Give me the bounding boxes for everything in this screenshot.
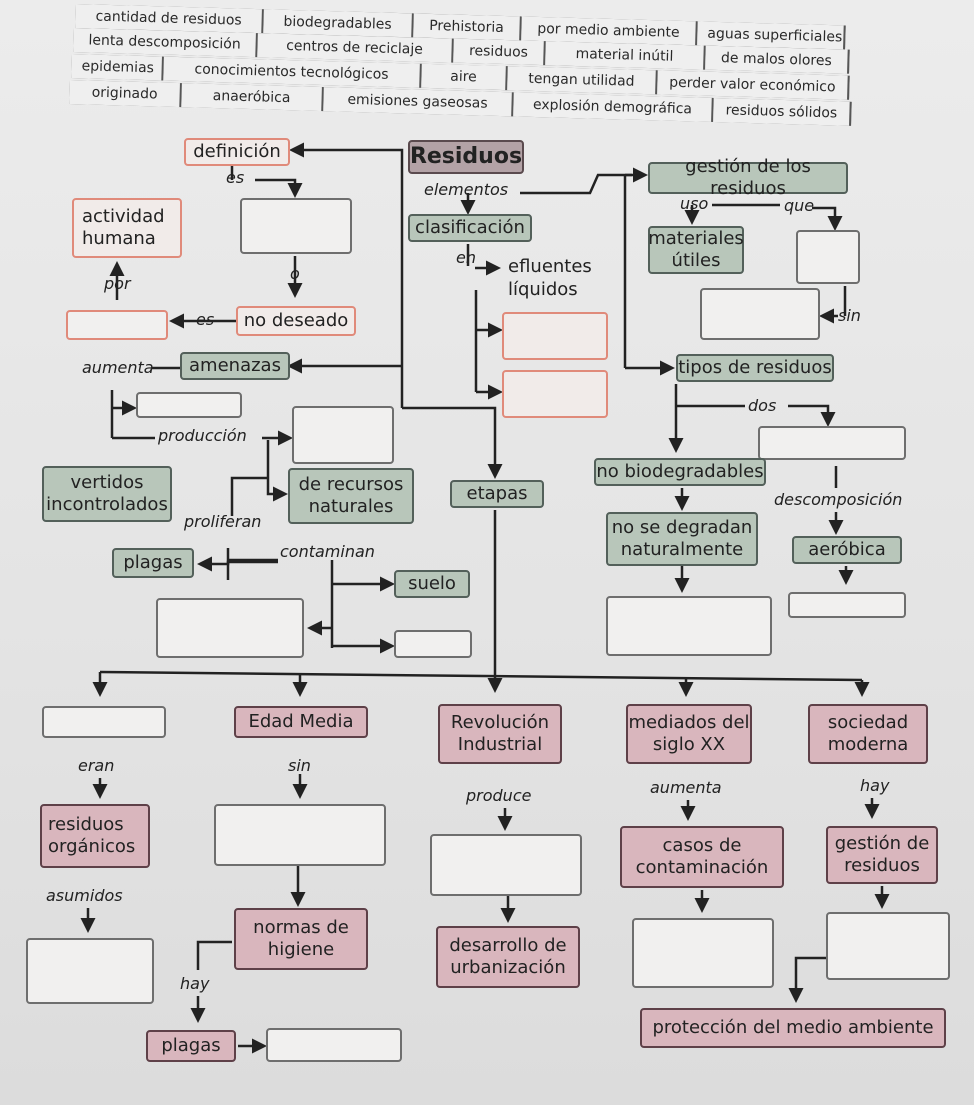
connector-contaminan: contaminan bbox=[280, 542, 375, 561]
blank-no-deseado[interactable] bbox=[66, 310, 168, 340]
node-efluentes: efluentes líquidos bbox=[508, 256, 592, 300]
node-gestion: gestión de los residuos bbox=[648, 156, 848, 199]
blank-contamina-1[interactable] bbox=[156, 598, 304, 658]
connector-proliferan: proliferan bbox=[184, 512, 262, 531]
node-edad-media: Edad Media bbox=[234, 706, 368, 738]
blank-casos[interactable] bbox=[632, 918, 774, 988]
connector-o: o bbox=[290, 264, 300, 283]
line-residuos-definicion bbox=[289, 142, 404, 160]
line-que-blank bbox=[812, 206, 843, 231]
blank-gestion-sin[interactable] bbox=[700, 288, 820, 340]
connector-en: en bbox=[456, 248, 476, 267]
node-no-deseado: no deseado bbox=[236, 306, 356, 336]
node-gestion-residuos: gestión de residuos bbox=[826, 826, 938, 884]
line-contaminan-plagas bbox=[197, 556, 278, 572]
node-plagas-1: plagas bbox=[112, 548, 194, 578]
line-normas-hay bbox=[196, 940, 232, 970]
blank-amenazas-1[interactable] bbox=[136, 392, 242, 418]
blank-plagas[interactable] bbox=[266, 1028, 402, 1062]
node-aerobica: aeróbica bbox=[792, 536, 902, 564]
connector-elementos: elementos bbox=[424, 180, 509, 199]
node-normas: normas de higiene bbox=[234, 908, 368, 970]
node-actividad-humana: actividad humana bbox=[72, 198, 182, 258]
blank-prehistoria[interactable] bbox=[42, 706, 166, 738]
line-dos-right bbox=[788, 404, 836, 427]
connector-hay-1: hay bbox=[860, 776, 890, 795]
node-tipos: tipos de residuos bbox=[676, 354, 834, 382]
connector-por: por bbox=[104, 274, 131, 293]
node-mediados: mediados del siglo XX bbox=[626, 704, 752, 764]
connector-es-2: es bbox=[196, 310, 215, 329]
node-amenazas: amenazas bbox=[180, 352, 290, 380]
blank-contamina-2[interactable] bbox=[394, 630, 472, 658]
node-no-se-degradan: no se degradan naturalmente bbox=[606, 512, 758, 566]
node-desarrollo: desarrollo de urbanización bbox=[436, 926, 580, 988]
connector-aumenta-1: aumenta bbox=[82, 358, 154, 377]
connector-uso: uso bbox=[680, 194, 709, 213]
node-residuos-organicos: residuos orgánicos bbox=[40, 804, 150, 868]
blank-definicion[interactable] bbox=[240, 198, 352, 254]
node-clasificacion: clasificación bbox=[408, 214, 532, 242]
node-etapas: etapas bbox=[450, 480, 544, 508]
blank-edad-media[interactable] bbox=[214, 804, 386, 866]
blank-gestion-que[interactable] bbox=[796, 230, 860, 284]
line-es-blank bbox=[255, 178, 303, 198]
connector-hay-2: hay bbox=[180, 974, 210, 993]
connector-aumenta-2: aumenta bbox=[650, 778, 722, 797]
node-plagas-2: plagas bbox=[146, 1030, 236, 1062]
node-de-recursos: de recursos naturales bbox=[288, 468, 414, 524]
connector-es-1: es bbox=[226, 168, 245, 187]
blank-aerobica[interactable] bbox=[788, 592, 906, 618]
node-suelo: suelo bbox=[394, 570, 470, 598]
connector-descomposicion: descomposición bbox=[774, 490, 903, 509]
connector-sin-2: sin bbox=[288, 756, 311, 775]
line-residuos-elementos bbox=[520, 173, 632, 195]
blank-produccion[interactable] bbox=[292, 406, 394, 464]
line-gestion-proteccion bbox=[788, 956, 826, 1003]
blank-tipos[interactable] bbox=[758, 426, 906, 460]
blank-clasificacion-1[interactable] bbox=[502, 312, 608, 360]
connector-sin: sin bbox=[838, 306, 861, 325]
blank-asumidos[interactable] bbox=[26, 938, 154, 1004]
node-sociedad: sociedad moderna bbox=[808, 704, 928, 764]
blank-gestion-residuos[interactable] bbox=[826, 912, 950, 980]
line-residuos-etapas bbox=[402, 406, 503, 479]
connector-produccion: producción bbox=[158, 426, 247, 445]
node-no-biodeg: no biodegradables bbox=[594, 458, 766, 486]
node-materiales: materiales útiles bbox=[648, 226, 744, 274]
node-residuos: Residuos bbox=[408, 140, 524, 174]
connector-que: que bbox=[784, 196, 815, 215]
node-definicion: definición bbox=[184, 138, 290, 166]
line-vertidos-link bbox=[230, 476, 268, 516]
line-proliferan-bracket bbox=[266, 440, 288, 502]
node-casos: casos de contaminación bbox=[620, 826, 784, 888]
node-vertidos: vertidos incontrolados bbox=[42, 466, 172, 522]
blank-nosedegradan[interactable] bbox=[606, 596, 772, 656]
node-proteccion: protección del medio ambiente bbox=[640, 1008, 946, 1048]
node-revolucion: Revolución Industrial bbox=[438, 704, 562, 764]
connector-produce: produce bbox=[466, 786, 532, 805]
connector-asumidos: asumidos bbox=[46, 886, 123, 905]
blank-clasificacion-2[interactable] bbox=[502, 370, 608, 418]
blank-revolucion[interactable] bbox=[430, 834, 582, 896]
connector-dos: dos bbox=[748, 396, 777, 415]
connector-eran: eran bbox=[78, 756, 115, 775]
line-timeline-bar bbox=[99, 670, 863, 682]
